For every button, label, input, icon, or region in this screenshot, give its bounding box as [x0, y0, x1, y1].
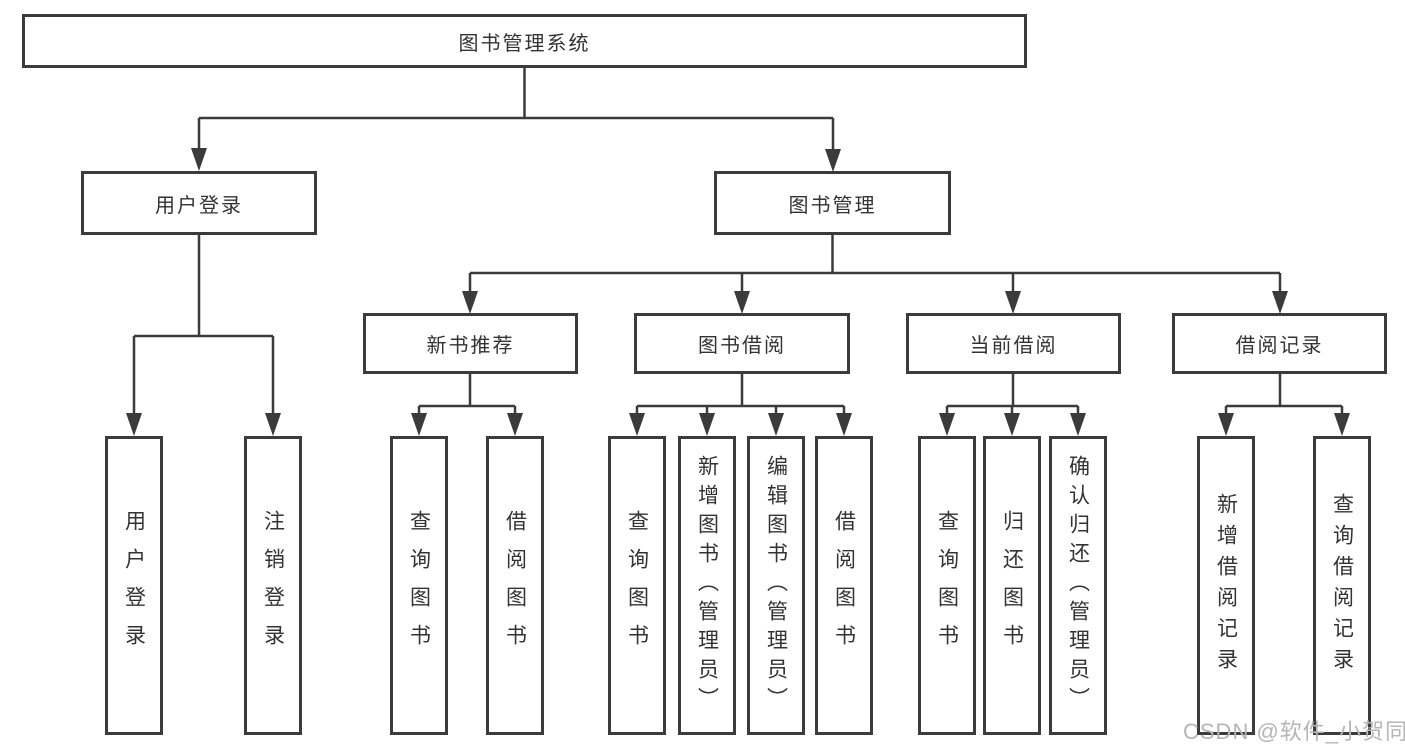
leaf-cb-return-book: 归还图书: [983, 436, 1041, 735]
connector-borrow-records: [1218, 373, 1350, 436]
arrow-down-icon: [1272, 291, 1288, 314]
leaf-nbr-query-book: 查询图书: [390, 436, 448, 735]
leaf-bb-edit-book-admin: 编辑图书（管理员）: [747, 436, 805, 735]
arrow-down-icon: [734, 291, 750, 314]
arrow-down-icon: [126, 413, 142, 436]
node-user-login-label: 用户登录: [155, 194, 243, 217]
node-user-login: 用户登录: [81, 171, 317, 235]
connector-current-borrow: [939, 373, 1086, 436]
leaf-bb-borrow-book: 借阅图书: [815, 436, 873, 735]
leaf-br-query-record: 查询借阅记录: [1313, 436, 1371, 735]
node-current-borrow: 当前借阅: [906, 313, 1121, 374]
arrow-down-icon: [1005, 291, 1021, 314]
connector-root: [191, 67, 841, 172]
connector-book-management: [462, 235, 1288, 314]
arrow-down-icon: [629, 413, 645, 436]
arrow-down-icon: [825, 149, 841, 172]
leaf-cb-confirm-return-admin: 确认归还（管理员）: [1049, 436, 1107, 735]
node-root-label: 图书管理系统: [458, 32, 591, 55]
leaf-bb-borrow-book-label: 借阅图书: [832, 509, 856, 662]
leaf-cb-query-book: 查询图书: [918, 436, 976, 735]
node-book-management: 图书管理: [714, 171, 951, 235]
leaf-user-login-label: 用户登录: [122, 509, 146, 662]
leaf-nbr-borrow-book: 借阅图书: [486, 436, 544, 735]
leaf-bb-query-book-label: 查询图书: [625, 509, 649, 662]
leaf-br-add-record-label: 新增借阅记录: [1214, 492, 1238, 679]
leaf-cb-query-book-label: 查询图书: [935, 509, 959, 662]
leaf-logout-label: 注销登录: [261, 509, 285, 662]
arrow-down-icon: [1070, 413, 1086, 436]
arrow-down-icon: [1004, 413, 1020, 436]
arrow-down-icon: [265, 413, 281, 436]
arrow-down-icon: [939, 413, 955, 436]
node-new-book-recommend-label: 新书推荐: [426, 335, 515, 357]
leaf-nbr-query-book-label: 查询图书: [407, 509, 431, 662]
node-current-borrow-label: 当前借阅: [969, 335, 1058, 357]
leaf-user-login: 用户登录: [105, 436, 163, 735]
node-book-management-label: 图书管理: [788, 194, 877, 217]
leaf-bb-add-book-admin-label: 新增图书（管理员）: [695, 455, 719, 716]
leaf-bb-query-book: 查询图书: [608, 436, 666, 735]
leaf-nbr-borrow-book-label: 借阅图书: [503, 509, 527, 662]
arrow-down-icon: [411, 413, 427, 436]
arrow-down-icon: [191, 148, 207, 171]
connector-new-book-recommend: [411, 373, 523, 436]
leaf-cb-return-book-label: 归还图书: [1000, 509, 1024, 662]
leaf-bb-add-book-admin: 新增图书（管理员）: [678, 436, 736, 735]
leaf-cb-confirm-return-admin-label: 确认归还（管理员）: [1066, 455, 1090, 716]
leaf-logout: 注销登录: [244, 436, 302, 735]
leaf-br-add-record: 新增借阅记录: [1197, 436, 1255, 735]
arrow-down-icon: [768, 413, 784, 436]
arrow-down-icon: [507, 413, 523, 436]
node-book-borrow-label: 图书借阅: [698, 335, 786, 357]
csdn-watermark: CSDN @软件_小贺同学: [1183, 719, 1405, 744]
node-borrow-records: 借阅记录: [1172, 313, 1387, 374]
node-book-borrow: 图书借阅: [634, 313, 850, 374]
arrow-down-icon: [1218, 413, 1234, 436]
node-root: 图书管理系统: [22, 14, 1027, 68]
arrow-down-icon: [836, 413, 852, 436]
connector-user-login: [126, 235, 281, 436]
node-new-book-recommend: 新书推荐: [363, 313, 578, 374]
arrow-down-icon: [699, 413, 715, 436]
leaf-br-query-record-label: 查询借阅记录: [1330, 492, 1354, 679]
connector-book-borrow: [629, 373, 852, 436]
leaf-bb-edit-book-admin-label: 编辑图书（管理员）: [764, 455, 788, 716]
arrow-down-icon: [1334, 413, 1350, 436]
arrow-down-icon: [462, 291, 478, 314]
node-borrow-records-label: 借阅记录: [1235, 335, 1324, 357]
